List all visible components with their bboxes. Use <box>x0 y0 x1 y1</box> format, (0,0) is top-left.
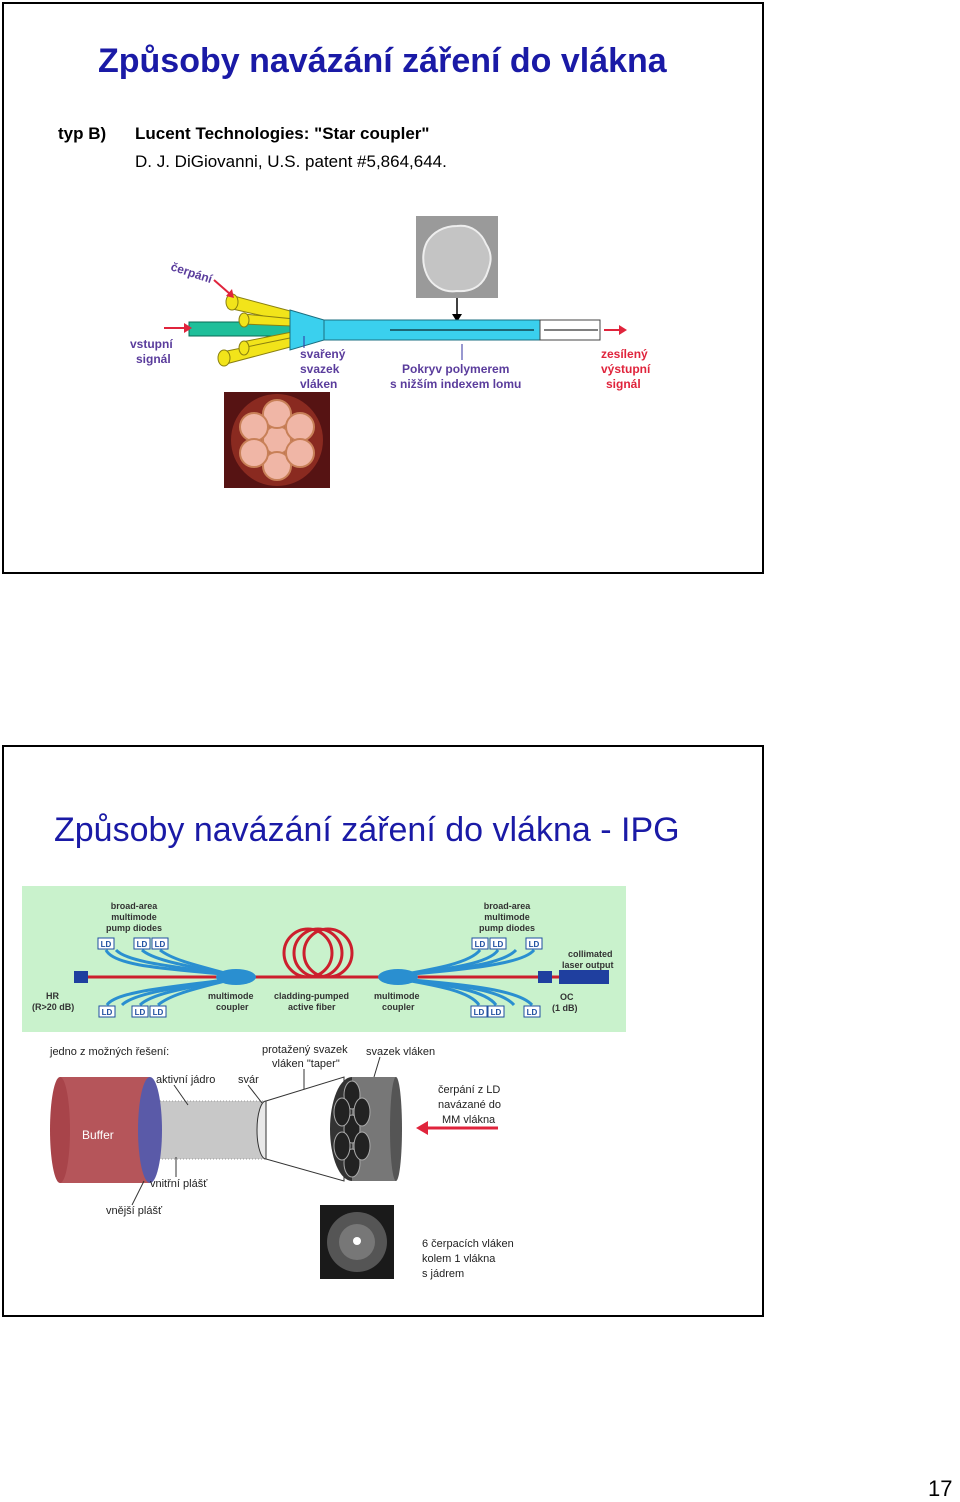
bundle-label-2: svazek <box>300 362 340 376</box>
active-core-label: aktivní jádro <box>156 1074 215 1086</box>
slide-1: Způsoby navázání záření do vlákna typ B)… <box>2 2 764 574</box>
ipg-diagram: broad-area multimode pump diodes broad-a… <box>22 886 626 1280</box>
svg-text:LD: LD <box>137 940 148 949</box>
svg-text:LD: LD <box>475 940 486 949</box>
inner-cladding-body <box>154 1101 266 1159</box>
taper-label-1: protažený svazek <box>262 1044 348 1056</box>
fiber-bundle-end <box>330 1077 402 1181</box>
six-fibers-label-1: 6 čerpacích vláken <box>422 1238 514 1250</box>
six-fibers-label-3: s jádrem <box>422 1268 464 1280</box>
fiber-cross-section-photo <box>416 216 498 322</box>
pump-diodes-right-label: broad-area multimode pump diodes <box>479 901 535 933</box>
svg-text:multimode: multimode <box>111 912 157 922</box>
laser-output-label-2: laser output <box>562 960 614 970</box>
multimode-coupler-right <box>378 969 418 985</box>
company-line: Lucent Technologies: "Star coupler" <box>135 124 430 143</box>
svg-text:LD: LD <box>153 1008 164 1017</box>
hr-block <box>74 971 88 983</box>
svg-text:LD: LD <box>493 940 504 949</box>
weld-label: svár <box>238 1074 259 1086</box>
oc-label: OC <box>560 992 574 1002</box>
svg-text:LD: LD <box>491 1008 502 1017</box>
coupler-right-label-1: multimode <box>374 991 420 1001</box>
coupler-left-label-2: coupler <box>216 1002 249 1012</box>
oc-value-label: (1 dB) <box>552 1003 578 1013</box>
six-fibers-label-2: kolem 1 vlákna <box>422 1253 496 1265</box>
input-signal-label-2: signál <box>136 352 171 366</box>
ld-boxes: LD LD LD LD LD LD LD LD LD LD LD LD <box>97 937 543 1018</box>
pump-label: čerpání <box>169 260 215 287</box>
svg-text:LD: LD <box>529 940 540 949</box>
bundle-label-3: vláken <box>300 377 337 391</box>
pump-ld-label-2: navázané do <box>438 1099 501 1111</box>
pump-ld-label-1: čerpání z LD <box>438 1084 500 1096</box>
pump-diodes-left-label: broad-area multimode pump diodes <box>106 901 162 933</box>
hr-label: HR <box>46 991 59 1001</box>
pump-fiber-fans <box>104 948 536 1007</box>
buffer-cylinder <box>50 1077 162 1183</box>
page-number: 17 <box>928 1476 953 1501</box>
svg-text:LD: LD <box>102 1008 113 1017</box>
svg-text:pump diodes: pump diodes <box>479 923 535 933</box>
type-label: typ B) <box>58 124 107 143</box>
laser-output-label-1: collimated <box>568 949 613 959</box>
output-label-1: zesílený <box>601 347 648 361</box>
fiber-end-photo <box>320 1205 394 1279</box>
coupler-left-label-1: multimode <box>208 991 254 1001</box>
inner-cladding-label: vnitřní plášť <box>150 1178 208 1190</box>
outer-cladding-label: vnější plášť <box>106 1205 163 1217</box>
oc-block <box>538 971 552 983</box>
hr-value-label: (R>20 dB) <box>32 1002 74 1012</box>
coating-label-2: s nižším indexem lomu <box>390 377 521 391</box>
active-fiber-label-2: active fiber <box>288 1002 336 1012</box>
one-solution-label: jedno z možných řešení: <box>49 1046 169 1058</box>
output-label-3: signál <box>606 377 641 391</box>
slide-1-title: Způsoby navázání záření do vlákna <box>98 42 667 80</box>
pump-ld-label-3: MM vlákna <box>442 1114 496 1126</box>
svg-text:LD: LD <box>135 1008 146 1017</box>
svg-text:LD: LD <box>474 1008 485 1017</box>
bundle-cross-section-photo <box>224 392 330 488</box>
coupler-right-label-2: coupler <box>382 1002 415 1012</box>
input-signal-label-1: vstupní <box>130 337 173 351</box>
svg-text:broad-area: broad-area <box>111 901 159 911</box>
svg-text:LD: LD <box>155 940 166 949</box>
fused-taper <box>289 309 325 351</box>
slide-2: Způsoby navázání záření do vlákna - IPG … <box>2 745 764 1317</box>
coating-label-1: Pokryv polymerem <box>402 362 509 376</box>
buffer-label: Buffer <box>82 1128 114 1142</box>
taper-cone <box>265 1076 345 1182</box>
slide-2-title: Způsoby navázání záření do vlákna - IPG <box>54 811 680 849</box>
star-coupler-diagram: čerpání vstupní signál svařený svazek vl… <box>130 216 651 488</box>
svg-text:LD: LD <box>101 940 112 949</box>
coiled-active-fiber <box>282 927 354 979</box>
svg-text:multimode: multimode <box>484 912 530 922</box>
svg-text:pump diodes: pump diodes <box>106 923 162 933</box>
patent-line: D. J. DiGiovanni, U.S. patent #5,864,644… <box>135 152 447 171</box>
svg-text:broad-area: broad-area <box>484 901 532 911</box>
output-label-2: výstupní <box>601 362 651 376</box>
taper-label-2: vláken "taper" <box>272 1058 340 1070</box>
active-fiber-label-1: cladding-pumped <box>274 991 349 1001</box>
svg-text:LD: LD <box>527 1008 538 1017</box>
multimode-coupler-left <box>216 969 256 985</box>
output-collimator <box>559 970 609 984</box>
bundle-label-1: svařený <box>300 347 346 361</box>
fiber-bundle-label: svazek vláken <box>366 1046 435 1058</box>
